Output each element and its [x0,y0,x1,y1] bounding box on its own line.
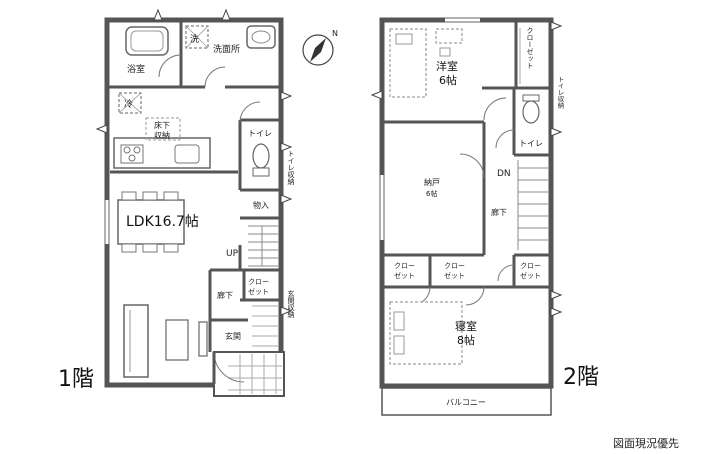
dining-chairs [121,191,179,253]
balcony-label: バルコニー [446,398,486,407]
toilet-2f [522,100,540,124]
western-room-label-1: 洋室 [436,59,458,73]
storage-label: 物入 [253,200,269,210]
floor1-window-marks [95,8,293,316]
washroom-label: 洗面所 [213,43,240,55]
closet-2f-c-label-1: クロー [520,262,541,270]
toilet-1f [252,143,270,169]
dn-label: DN [497,169,511,179]
stairs-1f [248,225,278,267]
storeroom-label-1: 納戸 [424,177,440,187]
balcony [381,387,552,416]
underfloor-label-2: 収納 [154,130,170,140]
toilet-1f-label: トイレ [248,129,272,138]
underfloor-storage [145,117,181,141]
floor2-walls [384,20,551,289]
underfloor-label-1: 床下 [154,120,170,130]
bedroom-label-2: 8帖 [457,334,475,347]
tv-board [198,321,208,357]
hall-1f-label: 廊下 [217,290,233,300]
entrance-storage-shelves [252,305,278,347]
closet-1f-label-1: クロー [248,278,269,286]
closet-2f-a-label-1: クロー [394,262,415,270]
bath-label: 浴室 [127,63,145,75]
storeroom-label-2: 6帖 [426,189,437,198]
entrance-label: 玄関 [225,331,241,341]
bedroom-label-1: 寝室 [455,319,477,333]
toilet-2f-label: トイレ [519,139,543,148]
kitchen-sink [174,144,200,164]
toilet-storage-2f-label: トイレ収納 [556,76,564,110]
entrance-storage-label: 玄関収納 [287,289,295,319]
note-text: 図面現況優先 [613,436,679,450]
closet-1f-label-2: ゼット [248,287,269,296]
washer-label: 洗 [190,33,199,45]
closet-2f-b-label-1: クロー [444,262,465,270]
compass-icon: N [302,29,338,66]
floor2-label: 2階 [563,365,599,390]
wash-basin [246,25,276,49]
bathtub [125,26,169,56]
sofa [123,304,149,378]
porch-tiles [228,354,282,394]
closet-2f-b-label-2: ゼット [444,271,465,280]
closet-2f-a-label-2: ゼット [394,271,415,280]
dining-table [117,199,185,245]
closet-2f-c-label-2: ゼット [520,271,541,280]
ldk-label: LDK16.7帖 [126,214,199,230]
toilet-storage-1f-label: トイレ収納 [287,150,295,186]
bed-western-room [389,28,427,98]
floor2-window-marks [370,21,563,317]
stove [120,144,144,164]
closet-vertical-label: クローゼット [526,27,534,69]
bed-bedroom [389,301,463,365]
floor2-plan [370,17,563,416]
low-table [165,319,189,361]
floor1-plan [95,8,293,397]
desk [435,28,463,44]
hall-2f-label: 廊下 [491,207,507,217]
floor1-label: 1階 [58,367,94,392]
floor1-walls [107,20,281,352]
entrance-porch [213,351,285,397]
stairs-2f [517,160,548,250]
svg-text:N: N [332,29,338,38]
fridge-label: 冷 [124,98,133,110]
up-label: UP [226,249,239,259]
western-room-label-2: 6帖 [439,74,457,87]
